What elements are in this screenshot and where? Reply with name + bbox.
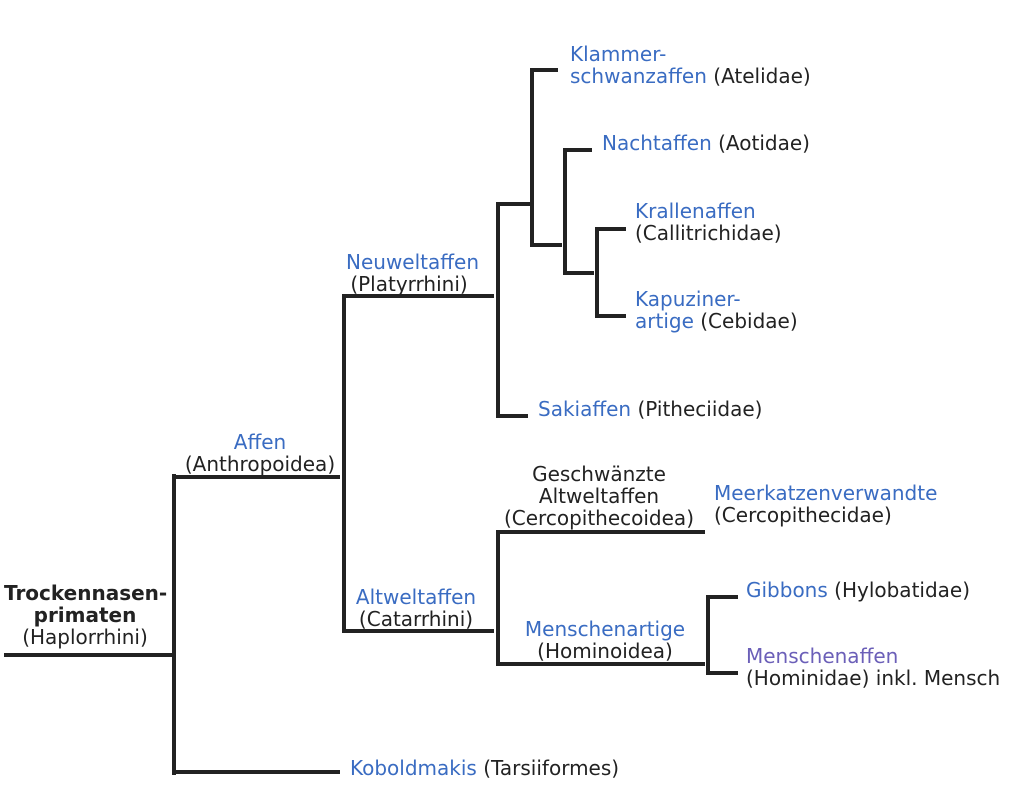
- leaf-klammerschwanzaffen: Klammer- schwanzaffen (Atelidae): [570, 43, 811, 87]
- leaf-koboldmakis: Koboldmakis (Tarsiiformes): [350, 757, 619, 779]
- menschenaffen-latin: (Hominidae) inkl. Mensch: [746, 666, 1001, 690]
- root-label: Trockennasen- primaten (Haplorrhini): [4, 581, 168, 649]
- sakiaffen-link[interactable]: Sakiaffen: [538, 397, 632, 421]
- meerkatzen-link[interactable]: Meerkatzenverwandte: [714, 481, 938, 505]
- node-affen: Affen (Anthropoidea): [172, 431, 348, 475]
- klammer-link-line1[interactable]: Klammer-: [570, 42, 667, 66]
- kapuziner-link-line2[interactable]: artige: [635, 309, 694, 333]
- altweltaffen-latin: (Catarrhini): [358, 607, 474, 631]
- krallenaffen-latin: (Callitrichidae): [635, 221, 782, 245]
- klammer-latin: (Atelidae): [713, 64, 811, 88]
- node-menschenartige: Menschenartige (Hominoidea): [514, 618, 696, 662]
- leaf-meerkatzenverwandte: Meerkatzenverwandte (Cercopithecidae): [714, 482, 937, 526]
- menschenartige-latin: (Hominoidea): [537, 639, 673, 663]
- menschenartige-link[interactable]: Menschenartige: [524, 617, 686, 641]
- leaf-krallenaffen: Krallenaffen (Callitrichidae): [635, 200, 782, 244]
- gibbons-link[interactable]: Gibbons: [746, 578, 828, 602]
- koboldmakis-link[interactable]: Koboldmakis: [350, 756, 477, 780]
- neuweltaffen-link[interactable]: Neuweltaffen: [346, 250, 480, 274]
- neuweltaffen-latin: (Platyrrhini): [350, 272, 468, 296]
- menschenaffen-link[interactable]: Menschenaffen: [746, 644, 899, 668]
- leaf-menschenaffen: Menschenaffen (Hominidae) inkl. Mensch: [746, 645, 1000, 689]
- altweltaffen-link[interactable]: Altweltaffen: [355, 585, 477, 609]
- nachtaffen-latin: (Aotidae): [718, 131, 810, 155]
- klammer-link-line2[interactable]: schwanzaffen: [570, 64, 707, 88]
- root-name-line2: primaten: [33, 603, 137, 627]
- root-latin: (Haplorrhini): [22, 625, 148, 649]
- node-altweltaffen: Altweltaffen (Catarrhini): [354, 586, 478, 630]
- kapuziner-link-line1[interactable]: Kapuziner-: [635, 287, 741, 311]
- geschwaenzte-line1: Geschwänzte: [532, 462, 666, 486]
- sakiaffen-latin: (Pitheciidae): [637, 397, 763, 421]
- node-neuweltaffen: Neuweltaffen (Platyrrhini): [346, 250, 480, 296]
- geschwaenzte-line2: Altweltaffen: [538, 484, 660, 508]
- affen-link[interactable]: Affen: [233, 430, 287, 454]
- leaf-kapuzinerartige: Kapuziner- artige (Cebidae): [635, 288, 798, 332]
- gibbons-latin: (Hylobatidae): [834, 578, 971, 602]
- krallenaffen-link[interactable]: Krallenaffen: [635, 199, 756, 223]
- root-name-line1: Trockennasen-: [4, 581, 168, 605]
- node-geschwaenzte-altweltaffen: Geschwänzte Altweltaffen (Cercopithecoid…: [496, 463, 702, 529]
- meerkatzen-latin: (Cercopithecidae): [714, 503, 892, 527]
- leaf-sakiaffen: Sakiaffen (Pitheciidae): [538, 398, 762, 420]
- affen-latin: (Anthropoidea): [184, 452, 336, 476]
- kapuziner-latin: (Cebidae): [700, 309, 798, 333]
- leaf-gibbons: Gibbons (Hylobatidae): [746, 579, 970, 601]
- geschwaenzte-latin: (Cercopithecoidea): [503, 506, 694, 530]
- nachtaffen-link[interactable]: Nachtaffen: [602, 131, 712, 155]
- leaf-nachtaffen: Nachtaffen (Aotidae): [602, 132, 810, 154]
- koboldmakis-latin: (Tarsiiformes): [483, 756, 620, 780]
